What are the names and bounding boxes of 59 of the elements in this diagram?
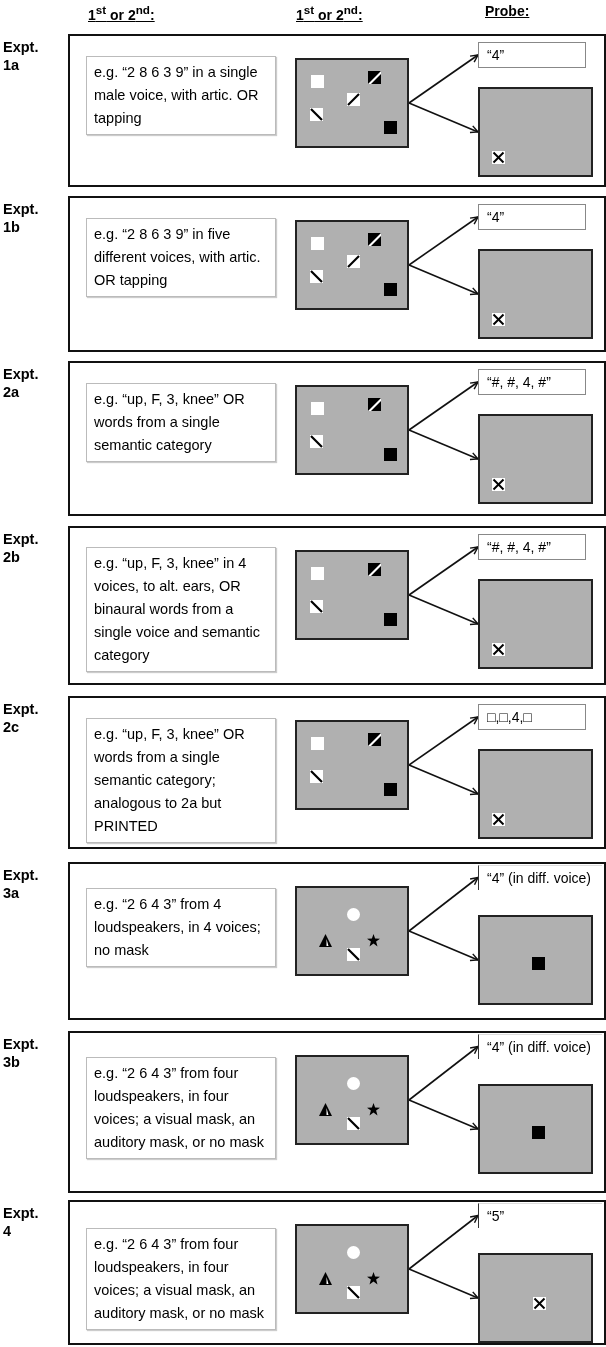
probe-text: “5” [478, 1203, 602, 1228]
stimulus-display [295, 1224, 409, 1314]
arrow [408, 876, 479, 932]
experiment-label: Expt. 4 [3, 1204, 40, 1240]
experiment-label: Expt. 2a [3, 365, 40, 401]
stimulus-description: e.g. “up, F, 3, knee” OR words from a single semantic category; analogous to 2a but PRINTED [86, 718, 276, 843]
probe-display [478, 414, 593, 504]
arrow [408, 381, 479, 431]
probe-text: “4” [478, 42, 586, 68]
experiment-label: Expt. 2c [3, 700, 40, 736]
stimulus-description: e.g. “2 8 6 3 9” in a single male voice, with artic. OR tapping [86, 56, 276, 135]
probe-text: “4” (in diff. voice) [478, 1034, 602, 1059]
stimulus-description: e.g. “2 8 6 3 9” in five different voices, with artic. OR tapping [86, 218, 276, 297]
probe-display [478, 749, 593, 839]
probe-text: □,□,4,□ [478, 704, 586, 730]
arrow [408, 102, 479, 134]
stimulus-display [295, 550, 409, 640]
arrow [408, 1268, 479, 1300]
column-heading: Probe: [485, 3, 530, 19]
probe-display [478, 579, 593, 669]
probe-text: “4” (in diff. voice) [478, 865, 602, 890]
column-heading: 1$^{st}$ or 2$^{nd}$: [88, 3, 155, 23]
probe-display [478, 249, 593, 339]
stimulus-description: e.g. “up, F, 3, knee” in 4 voices, to alt. ears, OR binaural words from a single voice and semantic category [86, 547, 276, 672]
arrow [408, 930, 479, 962]
probe-text: “#, #, 4, #” [478, 534, 586, 560]
experiment-label: Expt. 2b [3, 530, 40, 566]
stimulus-display [295, 886, 409, 976]
stimulus-description: e.g. “2 6 4 3” from 4 loudspeakers, in 4 voices; no mask [86, 888, 276, 967]
arrow [408, 546, 479, 596]
stimulus-description: e.g. “2 6 4 3” from four loudspeakers, in four voices; a visual mask, an auditory mask, or no mask [86, 1057, 276, 1159]
stimulus-display [295, 220, 409, 310]
arrow [408, 716, 479, 766]
arrow [408, 1045, 479, 1101]
stimulus-display [295, 385, 409, 475]
arrow [408, 216, 479, 266]
stimulus-description: e.g. “2 6 4 3” from four loudspeakers, in four voices; a visual mask, an auditory mask, or no mask [86, 1228, 276, 1330]
experiment-label: Expt. 1b [3, 200, 40, 236]
arrow [408, 429, 479, 461]
probe-display [478, 1084, 593, 1174]
stimulus-display [295, 58, 409, 148]
column-heading: 1$^{st}$ or 2$^{nd}$: [296, 3, 363, 23]
arrow [408, 1099, 479, 1131]
experiment-label: Expt. 3b [3, 1035, 40, 1071]
stimulus-display [295, 1055, 409, 1145]
arrow [408, 764, 479, 796]
experiment-label: Expt. 1a [3, 38, 40, 74]
probe-display [478, 915, 593, 1005]
stimulus-display [295, 720, 409, 810]
arrow [408, 594, 479, 626]
arrow [408, 264, 479, 296]
probe-text: “#, #, 4, #” [478, 369, 586, 395]
experiment-label: Expt. 3a [3, 866, 40, 902]
arrow [408, 54, 479, 104]
arrow [408, 1214, 479, 1270]
stimulus-description: e.g. “up, F, 3, knee” OR words from a single semantic category [86, 383, 276, 462]
probe-text: “4” [478, 204, 586, 230]
probe-display [478, 1253, 593, 1343]
probe-display [478, 87, 593, 177]
